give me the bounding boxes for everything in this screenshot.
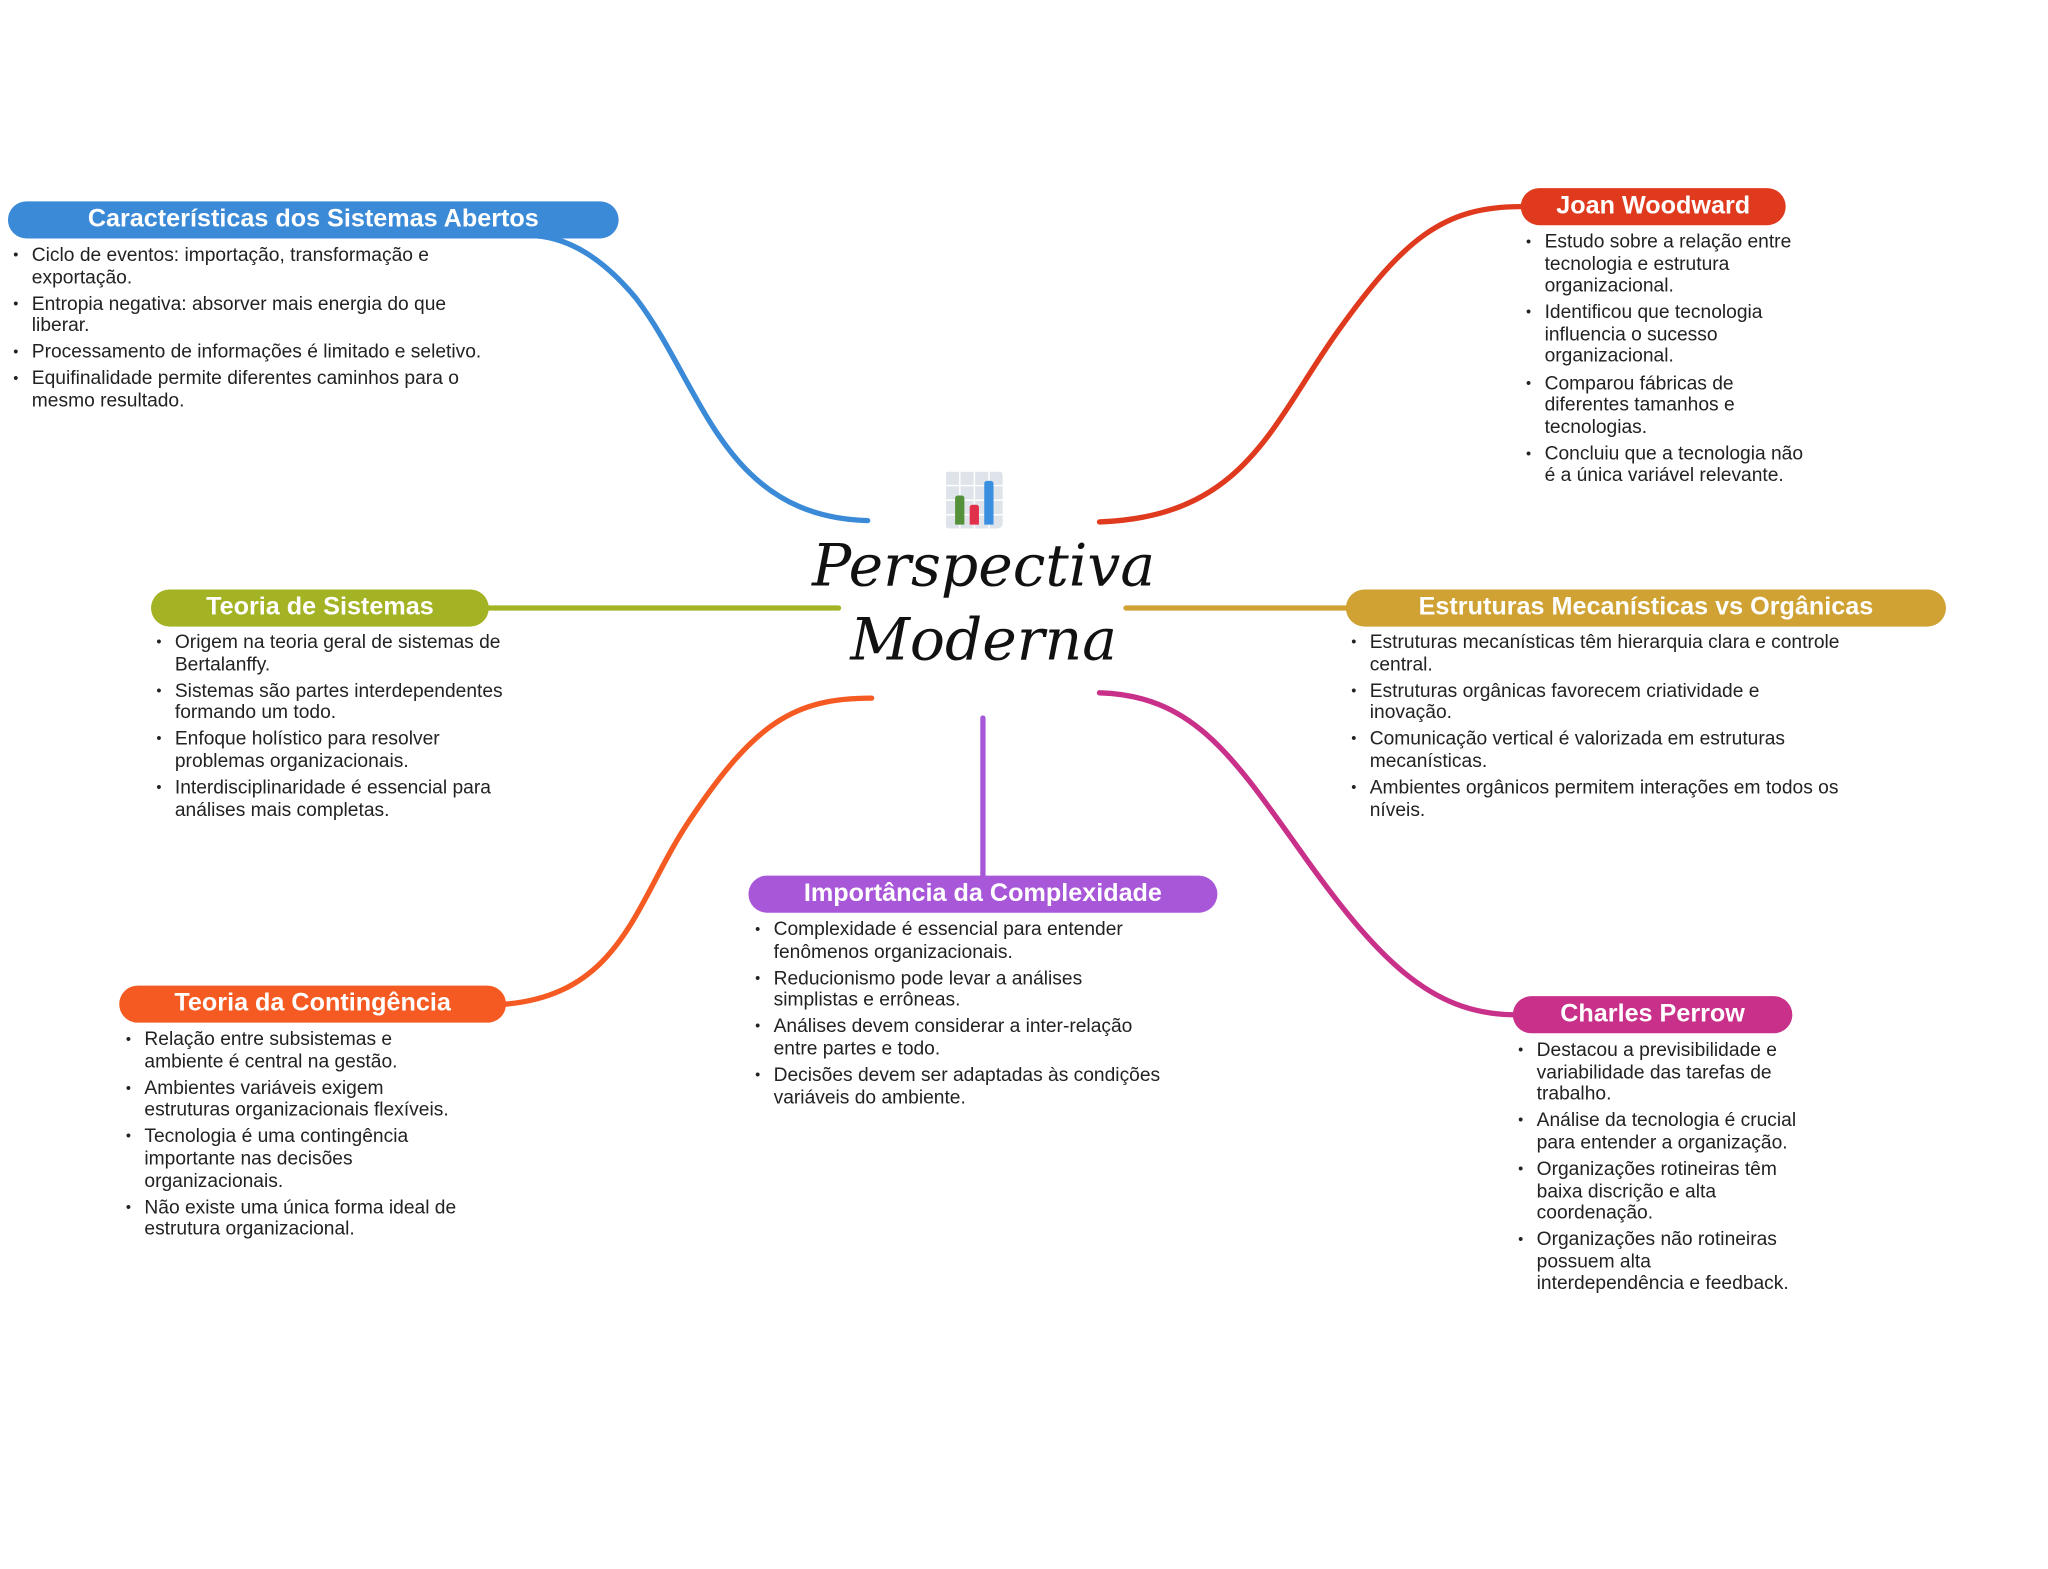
note-item: Equifinalidade permite diferentes caminh… [13,369,497,413]
note-item: Processamento de informações é limitado … [13,342,497,364]
topic-teoria-sistemas[interactable]: Teoria de Sistemas [151,589,489,627]
note-item: Interdisciplinaridade é essencial para a… [156,778,507,822]
connector-sistemas-abertos [533,233,871,524]
topic-contingencia[interactable]: Teoria da Contingência [119,985,507,1023]
note-item: Estruturas mecanísticas têm hierarquia c… [1351,632,1841,676]
note-item: Relação entre subsistemas e ambiente é c… [126,1029,470,1073]
notes-contingencia: Relação entre subsistemas e ambiente é c… [126,1029,470,1245]
note-item: Análises devem considerar a inter-relaçã… [755,1017,1166,1061]
notes-perrow: Destacou a previsibilidade e variabilida… [1518,1040,1796,1300]
note-item: Análise da tecnologia é crucial para ent… [1518,1110,1796,1154]
note-item: Comunicação vertical é valorizada em est… [1351,729,1841,773]
notes-teoria-sistemas: Origem na teoria geral de sistemas de Be… [156,632,507,826]
notes-sistemas-abertos: Ciclo de eventos: importação, transforma… [13,245,497,417]
topic-sistemas-abertos[interactable]: Características dos Sistemas Abertos [7,201,619,239]
note-item: Comparou fábricas de diferentes tamanhos… [1526,373,1817,439]
note-item: Tecnologia é uma contingência importante… [126,1126,470,1192]
connector-contingencia [503,695,875,1007]
connector-woodward [1096,204,1524,525]
note-item: Ambientes variáveis exigem estruturas or… [126,1078,470,1122]
central-topic[interactable]: Perspectiva Moderna [795,530,1173,678]
note-item: Ambientes orgânicos permitem interações … [1351,778,1841,822]
note-item: Organizações rotineiras têm baixa discri… [1518,1159,1796,1225]
note-item: Ciclo de eventos: importação, transforma… [13,245,497,289]
central-title-line1: Perspectiva [812,532,1156,601]
topic-estruturas[interactable]: Estruturas Mecanísticas vs Orgânicas [1345,589,1946,627]
note-item: Estruturas orgânicas favorecem criativid… [1351,680,1841,724]
note-item: Sistemas são partes interdependentes for… [156,680,507,724]
note-item: Entropia negativa: absorver mais energia… [13,294,497,338]
bar-chart-icon [944,470,1003,529]
central-title-line2: Moderna [850,606,1117,675]
note-item: Estudo sobre a relação entre tecnologia … [1526,232,1817,298]
note-item: Concluiu que a tecnologia não é a única … [1526,444,1817,488]
topic-woodward[interactable]: Joan Woodward [1520,188,1786,226]
notes-woodward: Estudo sobre a relação entre tecnologia … [1526,232,1817,492]
topic-complexidade[interactable]: Importância da Complexidade [748,875,1218,913]
note-item: Complexidade é essencial para entender f… [755,919,1166,963]
topic-perrow[interactable]: Charles Perrow [1512,996,1793,1034]
note-item: Identificou que tecnologia influencia o … [1526,302,1817,368]
notes-complexidade: Complexidade é essencial para entender f… [755,919,1166,1113]
note-item: Organizações não rotineiras possuem alta… [1518,1230,1796,1296]
note-item: Enfoque holístico para resolver problema… [156,729,507,773]
note-item: Decisões devem ser adaptadas às condiçõe… [755,1065,1166,1109]
note-item: Origem na teoria geral de sistemas de Be… [156,632,507,676]
note-item: Destacou a previsibilidade e variabilida… [1518,1040,1796,1106]
notes-estruturas: Estruturas mecanísticas têm hierarquia c… [1351,632,1841,826]
note-item: Não existe uma única forma ideal de estr… [126,1197,470,1241]
connector-perrow [1096,690,1516,1018]
note-item: Reducionismo pode levar a análises simpl… [755,968,1166,1012]
